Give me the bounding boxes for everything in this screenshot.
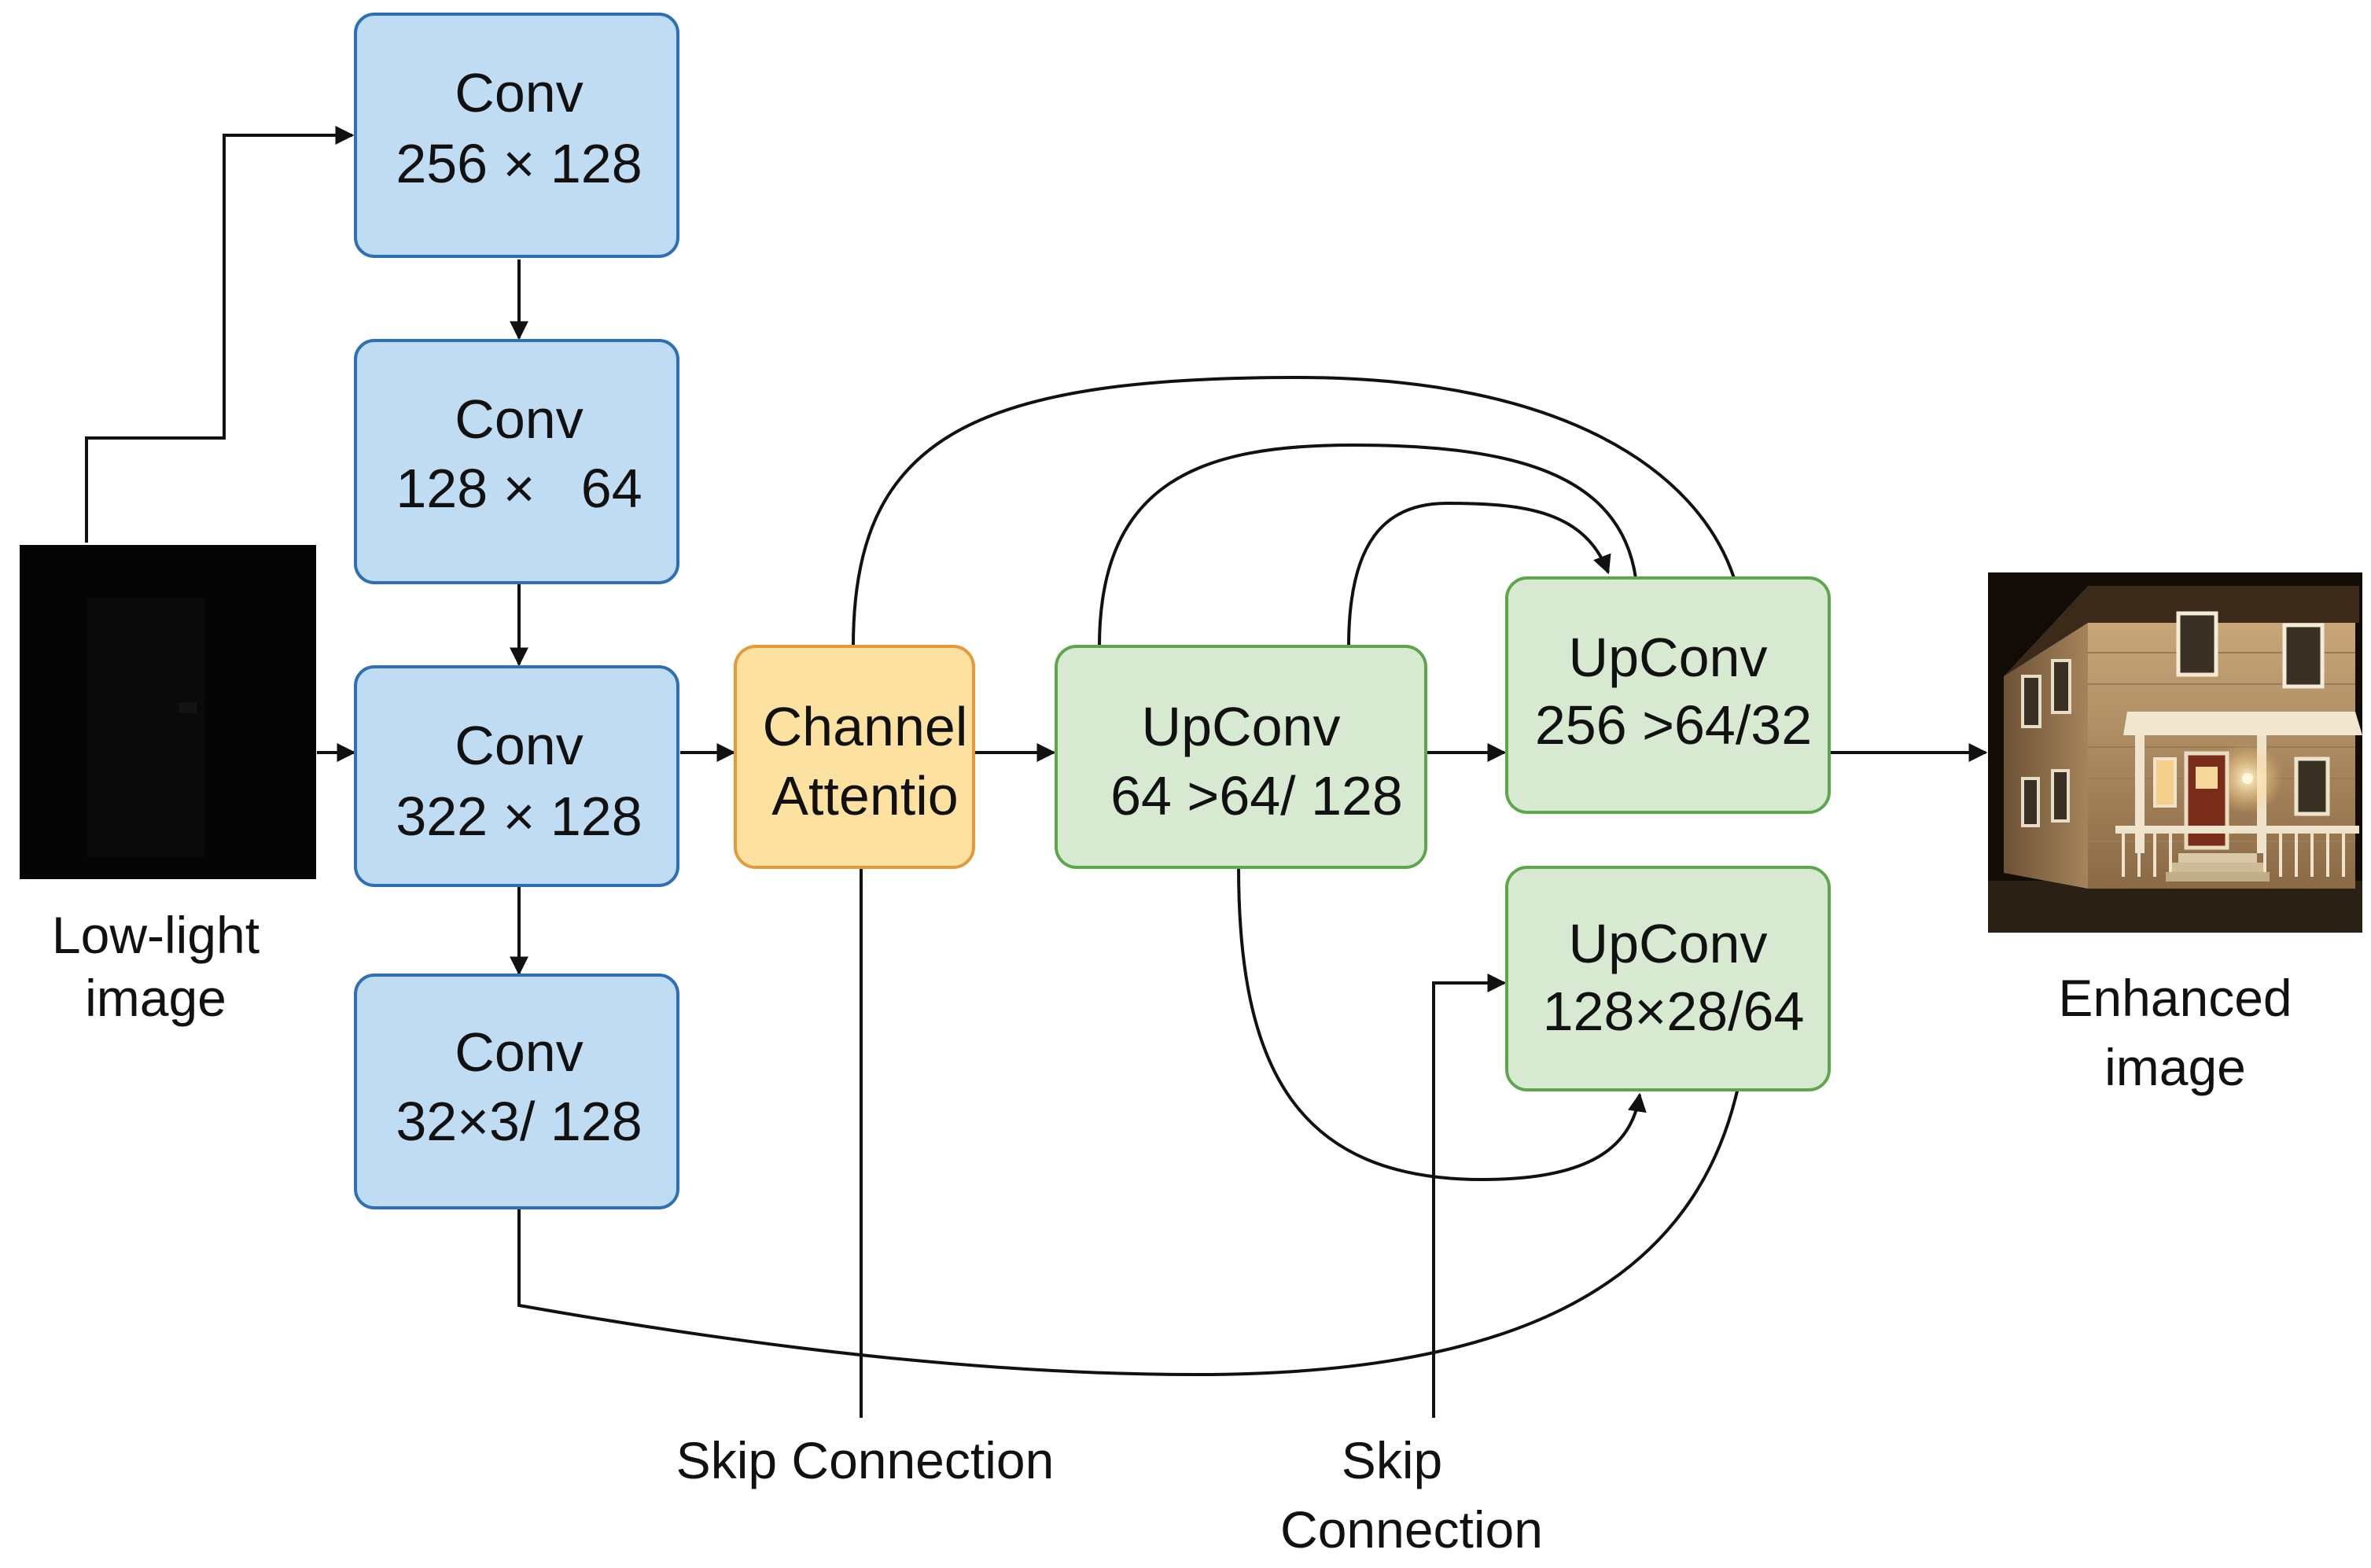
conv-node-2: Conv 128 × 64	[354, 339, 679, 584]
channel-attention-node: Channel Attentio	[734, 645, 975, 869]
upconv-node-2: UpConv 256 >64/32	[1505, 576, 1831, 814]
input-label-line1: Low-light	[52, 906, 260, 964]
connections	[85, 126, 1988, 1418]
conv1-title: Conv	[455, 62, 583, 123]
upconv1-title: UpConv	[1142, 696, 1341, 757]
skip-connection-label-1: Skip Connection	[676, 1431, 1055, 1489]
skip-arc-small-upconv1-to-upconv2	[1347, 501, 1611, 647]
conv-node-3: Conv 322 × 128	[354, 665, 679, 887]
upconv1-dims: 64 >64/ 128	[1110, 765, 1403, 826]
conv3-dims: 322 × 128	[396, 786, 642, 847]
edge-conv4-to-upconv3	[517, 1087, 1740, 1377]
attention-line1: Channel	[763, 696, 968, 757]
attention-line2: Attentio	[771, 765, 958, 826]
conv3-title: Conv	[455, 715, 583, 776]
output-label-line2: image	[2104, 1038, 2246, 1096]
low-light-image: Low-light image	[20, 545, 316, 1027]
skip-arc-attention-to-upconv2	[852, 375, 1736, 647]
edge-skip2-to-upconv3	[1432, 974, 1507, 1418]
skip-connection-label-2-line2: Connection	[1280, 1500, 1543, 1559]
skip-arc-upconv1-to-upconv2	[1098, 443, 1637, 647]
edge-upconv1-to-upconv3	[1237, 867, 1647, 1182]
conv-node-4: Conv 32×3/ 128	[354, 974, 679, 1209]
input-label-line2: image	[85, 969, 226, 1027]
upconv3-title: UpConv	[1569, 913, 1768, 974]
output-label-line1: Enhanced	[2058, 969, 2292, 1027]
conv4-title: Conv	[455, 1021, 583, 1083]
upconv2-dims: 256 >64/32	[1535, 694, 1812, 756]
conv1-dims: 256 × 128	[396, 133, 642, 194]
upconv-node-1: UpConv 64 >64/ 128	[1055, 645, 1427, 869]
conv-node-1: Conv 256 × 128	[354, 13, 679, 258]
conv4-dims: 32×3/ 128	[396, 1091, 642, 1152]
edge-input-to-conv1	[85, 126, 355, 543]
conv2-dims: 128 × 64	[396, 458, 642, 519]
upconv3-dims: 128×28/64	[1543, 981, 1805, 1042]
enhanced-image: Enhanced image	[1988, 572, 2362, 1096]
conv2-title: Conv	[455, 388, 583, 450]
skip-connection-label-2-line1: Skip	[1342, 1431, 1442, 1489]
upconv2-title: UpConv	[1569, 627, 1768, 688]
upconv-node-3: UpConv 128×28/64	[1505, 866, 1831, 1091]
